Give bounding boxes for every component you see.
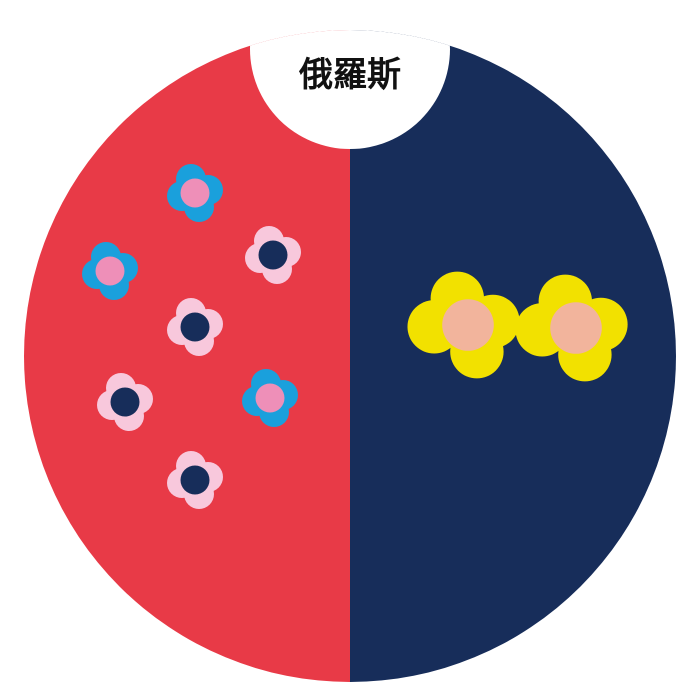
pink-flower-icon	[97, 373, 153, 431]
flower-center	[180, 312, 210, 342]
flower-center	[550, 302, 602, 354]
flower-center	[95, 256, 125, 286]
pink-flower-icon	[167, 451, 223, 509]
pink-flower-icon	[167, 298, 223, 356]
flower-center	[180, 465, 210, 495]
blue-flower-icon	[242, 369, 298, 427]
yellow-flower-icon	[407, 271, 520, 379]
yellow-flower-icon	[515, 274, 628, 382]
diagram-title: 俄羅斯	[298, 55, 401, 95]
flower-center	[442, 299, 494, 351]
blue-flower-icon	[167, 164, 223, 222]
flower-center	[258, 240, 288, 270]
flower-center	[180, 178, 210, 208]
flower-center	[110, 387, 140, 417]
blue-flower-icon	[82, 242, 138, 300]
title-cap	[250, 30, 450, 149]
left-flower-group	[82, 164, 301, 509]
right-flower-group	[407, 271, 628, 382]
flower-center	[255, 383, 285, 413]
pink-flower-icon	[245, 226, 301, 284]
